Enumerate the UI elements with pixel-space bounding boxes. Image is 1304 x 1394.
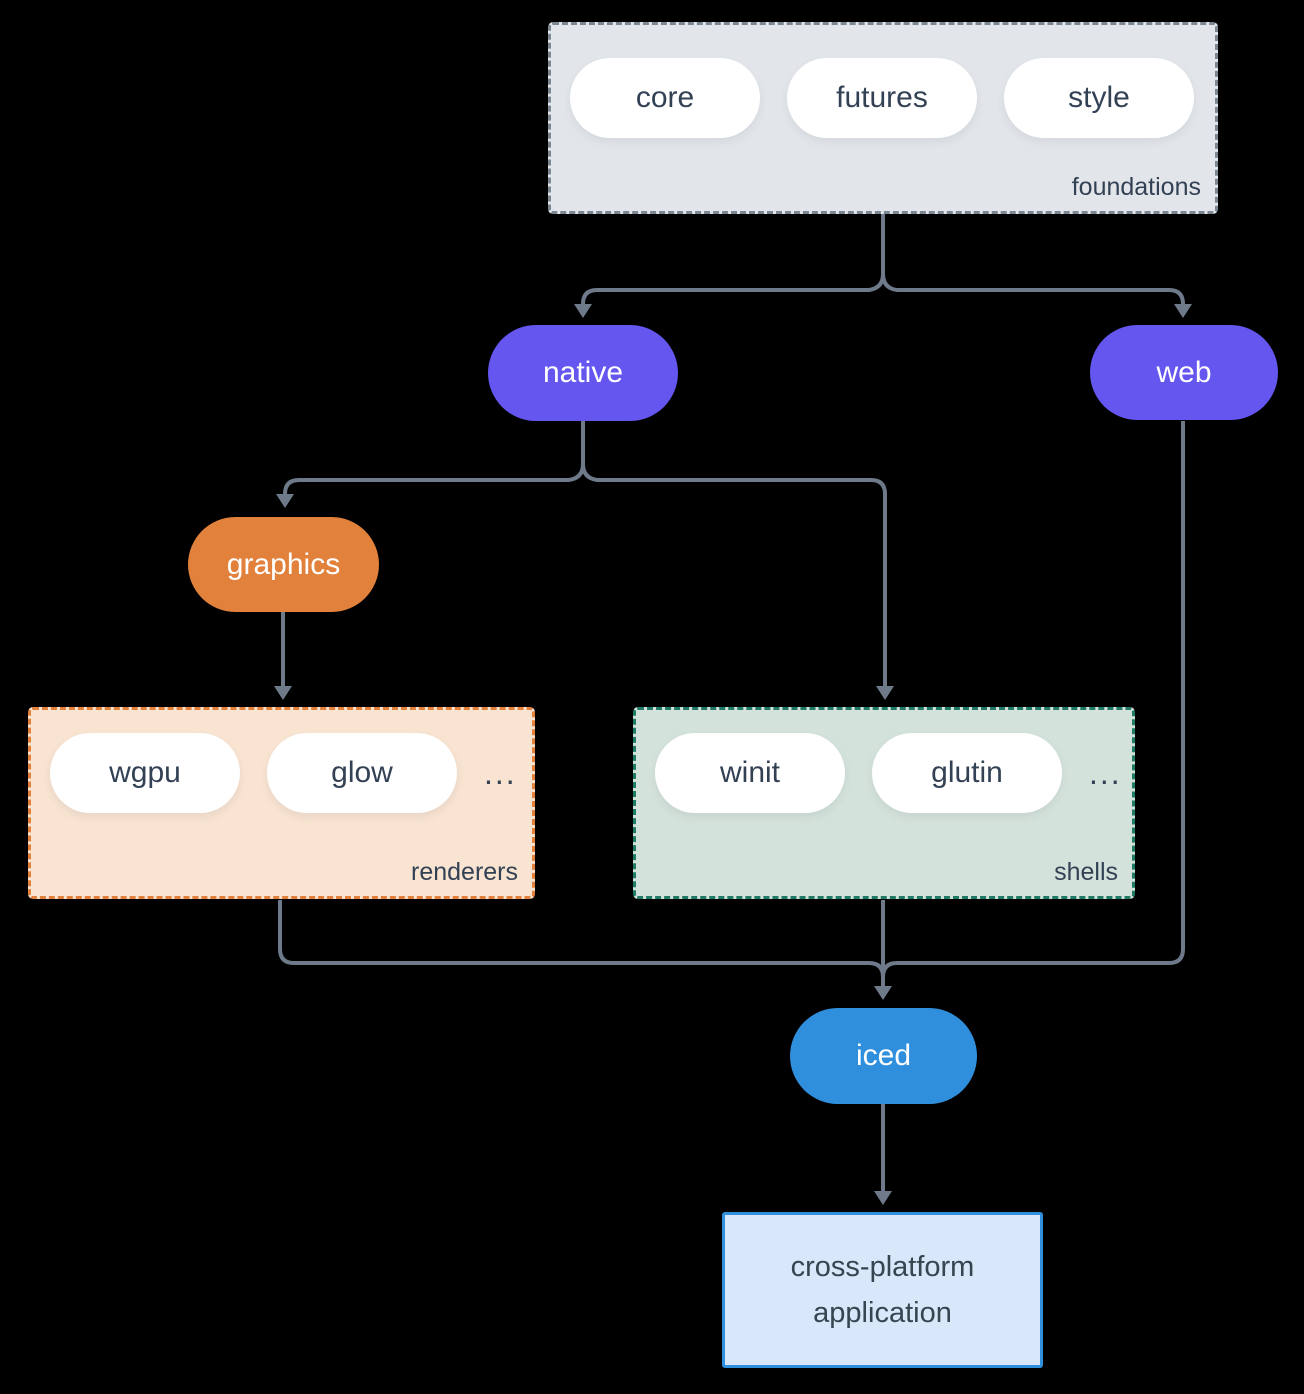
pill-core: core [570, 58, 760, 138]
node-native-label: native [542, 356, 624, 389]
foundations-group-label: foundations [1071, 173, 1201, 201]
group-shells: winit glutin ... shells [633, 707, 1135, 899]
shells-ellipsis: ... [1089, 754, 1122, 791]
pill-winit-label: winit [719, 756, 780, 789]
renderers-group-label: renderers [411, 858, 518, 886]
renderers-ellipsis: ... [484, 754, 517, 791]
group-renderers: wgpu glow ... renderers [28, 707, 535, 899]
shells-pill-row: winit glutin ... [655, 733, 1122, 813]
arrowhead-iced [874, 986, 892, 1000]
connector-native-graphics [283, 463, 585, 496]
arrowhead-application [874, 1191, 892, 1205]
arrowhead-native [574, 304, 592, 318]
pill-futures: futures [787, 58, 977, 138]
node-application: cross-platform application [722, 1212, 1043, 1368]
group-foundations: core futures style foundations [548, 22, 1218, 214]
pill-style-label: style [1068, 81, 1130, 114]
arrowhead-graphics [276, 494, 294, 508]
pill-glow: glow [267, 733, 457, 813]
node-graphics: graphics [188, 517, 379, 612]
arrowhead-shells [876, 686, 894, 700]
pill-glutin-label: glutin [931, 756, 1003, 789]
arrowhead-renderers [274, 686, 292, 700]
connector-native-shells [581, 463, 887, 688]
pill-core-label: core [635, 81, 695, 114]
pill-glutin: glutin [872, 733, 1062, 813]
node-native: native [488, 325, 678, 421]
connector-foundations-web [881, 273, 1185, 306]
connector-foundations-native [581, 273, 885, 306]
pill-wgpu: wgpu [50, 733, 240, 813]
renderers-pill-row: wgpu glow ... [50, 733, 517, 813]
pill-winit: winit [655, 733, 845, 813]
node-web: web [1090, 325, 1278, 420]
foundations-pill-row: core futures style [570, 58, 1194, 138]
node-web-label: web [1156, 355, 1212, 389]
shells-group-label: shells [1054, 858, 1118, 886]
application-line1: cross-platform [790, 1251, 975, 1283]
pill-wgpu-label: wgpu [109, 756, 181, 789]
pill-futures-label: futures [836, 81, 928, 114]
pill-style: style [1004, 58, 1194, 138]
node-iced: iced [790, 1008, 977, 1104]
node-graphics-label: graphics [226, 547, 341, 581]
connector-renderers-iced [278, 900, 885, 978]
application-line2: application [813, 1297, 952, 1329]
pill-glow-label: glow [331, 756, 393, 789]
arrowhead-web [1174, 304, 1192, 318]
node-iced-label: iced [855, 1039, 912, 1072]
